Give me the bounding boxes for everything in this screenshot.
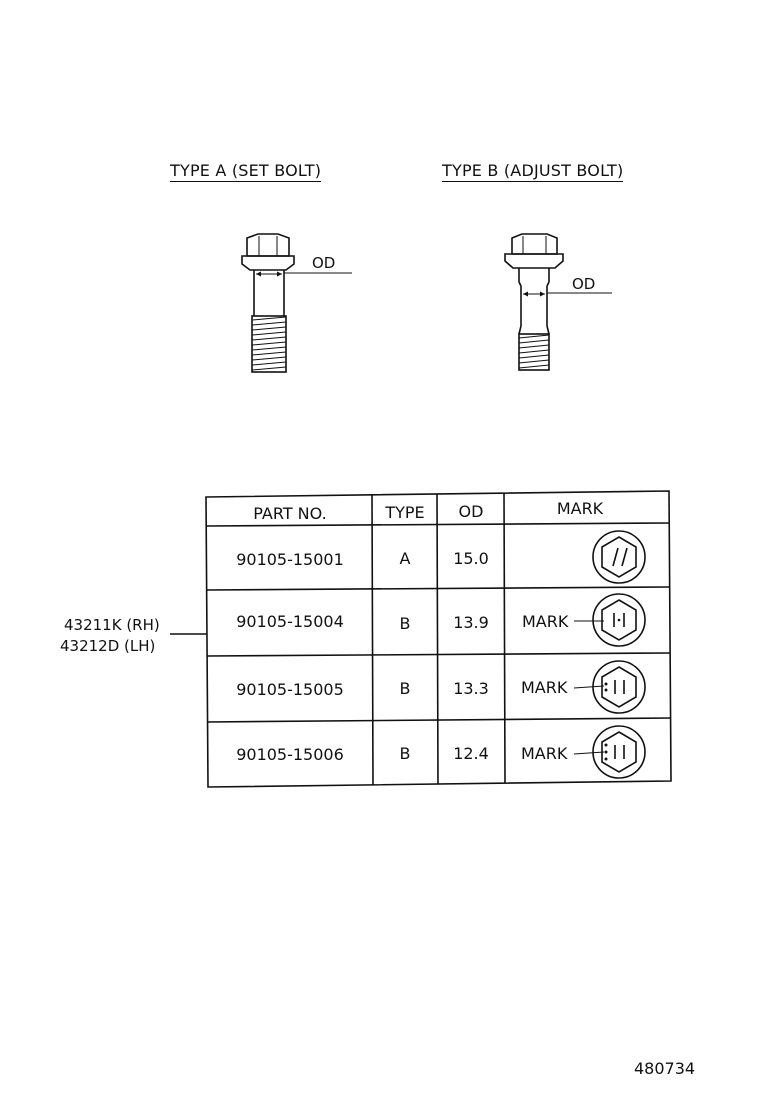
od-label-b: OD (572, 275, 596, 293)
table-row-type: A (399, 548, 411, 568)
callout-lh: 43212D (LH) (60, 637, 156, 655)
table-row-od: 13.3 (453, 678, 489, 698)
table-row-type: B (399, 678, 411, 698)
table-row-od: 12.4 (453, 743, 489, 763)
set-bolt-drawing (241, 233, 352, 373)
table-row-part-no: 90105-15005 (236, 679, 344, 699)
mark-label: MARK (521, 678, 568, 697)
table-row-type: B (399, 613, 411, 633)
figure-number: 480734 (634, 1059, 696, 1078)
header-mark: MARK (556, 498, 604, 518)
header-type: TYPE (385, 502, 425, 522)
bolt-head-mark-row3 (592, 660, 646, 714)
bolt-head-mark-row4 (592, 725, 646, 779)
header-od: OD (458, 501, 484, 521)
bolt-head-mark-row1 (592, 530, 646, 584)
callout-rh: 43211K (RH) (64, 616, 160, 634)
bolt-head-mark-row2 (592, 593, 646, 647)
type-b-heading: TYPE B (ADJUST BOLT) (442, 161, 624, 182)
table-row-part-no: 90105-15006 (236, 744, 344, 764)
table-row-od: 13.9 (453, 612, 489, 632)
table-row-part-no: 90105-15004 (236, 611, 344, 631)
table-row-od: 15.0 (453, 548, 489, 568)
header-part-no: PART NO. (253, 503, 327, 523)
mark-label: MARK (522, 612, 569, 631)
table-row-type: B (399, 743, 411, 763)
table-row-part-no: 90105-15001 (236, 549, 344, 569)
mark-label: MARK (521, 744, 568, 763)
type-a-heading: TYPE A (SET BOLT) (170, 161, 322, 182)
adjust-bolt-drawing (504, 233, 612, 371)
table-grid (205, 490, 672, 788)
mark-symbols (573, 530, 646, 779)
od-label-a: OD (312, 254, 336, 272)
